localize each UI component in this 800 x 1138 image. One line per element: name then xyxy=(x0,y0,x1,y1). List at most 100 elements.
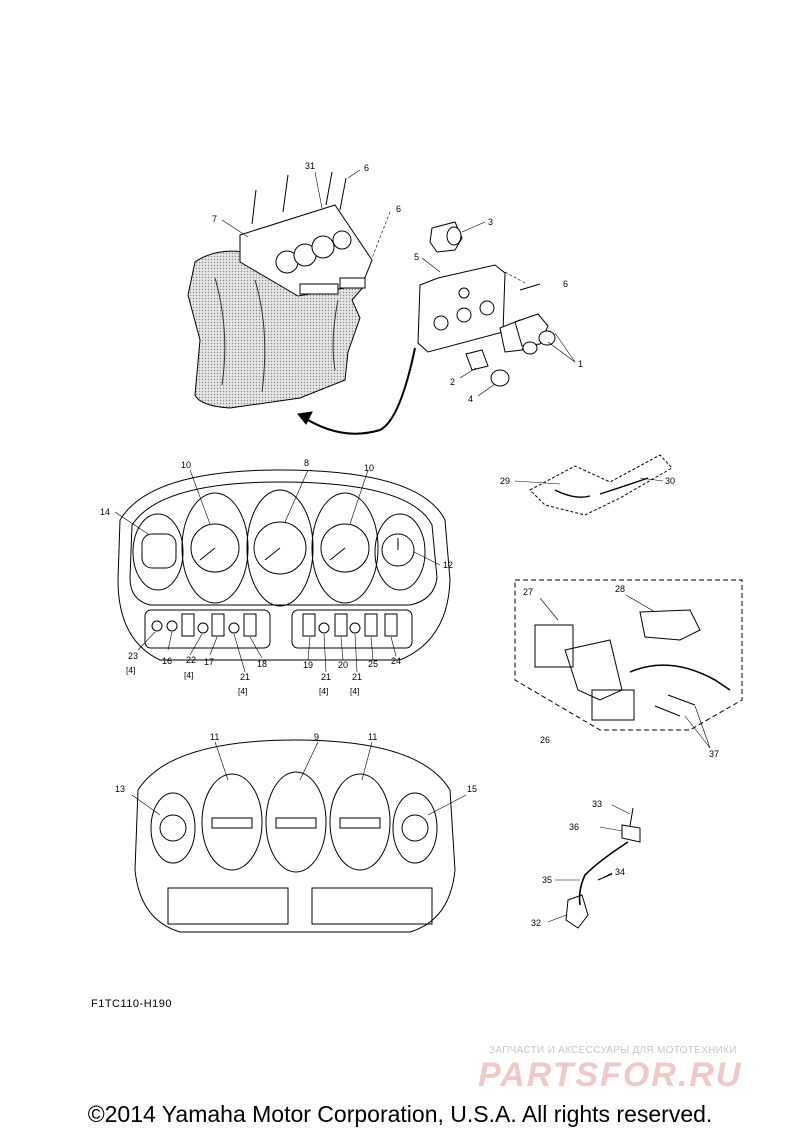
screw xyxy=(325,171,333,206)
callout-33: 33 xyxy=(592,799,602,809)
leader xyxy=(639,477,664,482)
instrument-cluster-rear xyxy=(131,739,467,933)
knob xyxy=(490,369,510,387)
leader xyxy=(547,341,576,363)
callout-qty: [4] xyxy=(238,686,247,696)
gauge-connector xyxy=(159,814,187,842)
gauge-connector xyxy=(401,814,429,842)
indicator-lamp xyxy=(228,622,240,634)
copyright-notice: ©2014 Yamaha Motor Corporation, U.S.A. A… xyxy=(87,1101,713,1127)
rocker-switch xyxy=(384,613,398,637)
leader xyxy=(189,469,211,525)
leader xyxy=(477,383,496,397)
console-assembly xyxy=(187,169,391,409)
antenna-lead xyxy=(629,664,731,691)
callout-20: 20 xyxy=(338,660,348,670)
rocker-switch xyxy=(181,613,195,637)
callout-qty: [4] xyxy=(126,665,135,675)
leader xyxy=(209,636,218,656)
callout-15: 15 xyxy=(467,784,477,794)
gauge-window xyxy=(374,513,426,591)
leader xyxy=(547,914,567,923)
callout-31: 31 xyxy=(305,161,315,171)
multi-display-gauge xyxy=(141,533,177,569)
callout-labels: 31 6 6 7 3 5 6 1 2 4 10 8 10 29 30 14 12… xyxy=(100,161,719,928)
rocker-switch xyxy=(243,613,257,637)
callout-qty: [4] xyxy=(184,670,193,680)
leader xyxy=(347,169,361,179)
gauge-needle xyxy=(199,547,216,561)
leader xyxy=(137,631,156,651)
leader xyxy=(349,469,369,525)
callout-24: 24 xyxy=(391,656,401,666)
indicator-lamp xyxy=(151,620,163,632)
gauge-back xyxy=(392,792,438,864)
switch-panel-left xyxy=(144,609,271,649)
callout-3: 3 xyxy=(488,217,493,227)
bracket-box xyxy=(514,579,743,731)
leader xyxy=(233,633,246,673)
indicator-lamp xyxy=(349,622,361,634)
leader xyxy=(299,741,319,781)
gauge-window xyxy=(311,492,379,604)
callout-11: 11 xyxy=(368,732,377,742)
inner-contour xyxy=(214,277,339,393)
leader xyxy=(114,511,149,535)
callout-17: 17 xyxy=(204,657,214,667)
socket-cap-face xyxy=(446,226,462,246)
callout-4: 4 xyxy=(468,394,473,404)
callout-35: 35 xyxy=(542,875,552,885)
callout-9: 9 xyxy=(314,732,319,742)
rocker-switch xyxy=(364,613,378,637)
gauge-window xyxy=(246,489,314,607)
callout-qty: [4] xyxy=(319,686,328,696)
callout-37: 37 xyxy=(709,749,719,759)
callout-qty: [4] xyxy=(350,686,359,696)
bracket xyxy=(564,639,623,701)
screw xyxy=(339,177,347,211)
switch-boot xyxy=(522,341,538,355)
auxiliary-parts xyxy=(297,221,576,435)
leader xyxy=(514,480,561,485)
fuel-gauge xyxy=(381,533,415,567)
leader xyxy=(307,636,311,661)
callout-21: 21 xyxy=(240,672,250,682)
leader xyxy=(221,219,249,238)
screw xyxy=(519,283,541,291)
plate-hole xyxy=(433,315,449,331)
cluster-rear-bezel xyxy=(134,739,456,933)
callout-21: 21 xyxy=(352,672,362,682)
switch-boot xyxy=(538,330,556,346)
screw xyxy=(629,807,634,827)
callout-34: 34 xyxy=(615,867,625,877)
leader xyxy=(539,597,559,621)
leader xyxy=(504,271,526,284)
leader xyxy=(625,594,656,613)
leader xyxy=(459,367,477,379)
drawing-code: F1TC110-H190 xyxy=(91,998,172,1010)
leader xyxy=(611,804,631,815)
callout-7: 7 xyxy=(212,214,217,224)
switch-strip xyxy=(299,283,339,295)
callout-32: 32 xyxy=(531,918,541,928)
leader xyxy=(684,715,711,749)
callout-30: 30 xyxy=(665,476,675,486)
switch-strip xyxy=(339,277,366,289)
tachometer-gauge xyxy=(190,523,240,573)
leader xyxy=(323,633,327,673)
callout-1: 1 xyxy=(578,359,583,369)
rear-switch-panel xyxy=(167,887,289,925)
callout-8: 8 xyxy=(304,458,309,468)
instrument-cluster-front xyxy=(114,469,451,673)
screw xyxy=(251,189,257,225)
leader xyxy=(603,872,613,878)
callout-29: 29 xyxy=(500,476,510,486)
callout-10: 10 xyxy=(364,463,374,473)
gauge-back xyxy=(329,773,391,871)
install-arrow xyxy=(299,347,416,435)
indicator-lamp xyxy=(197,622,209,634)
gauge-window xyxy=(132,513,184,591)
gauge-needle xyxy=(264,547,281,561)
rocker-switch xyxy=(334,613,348,637)
